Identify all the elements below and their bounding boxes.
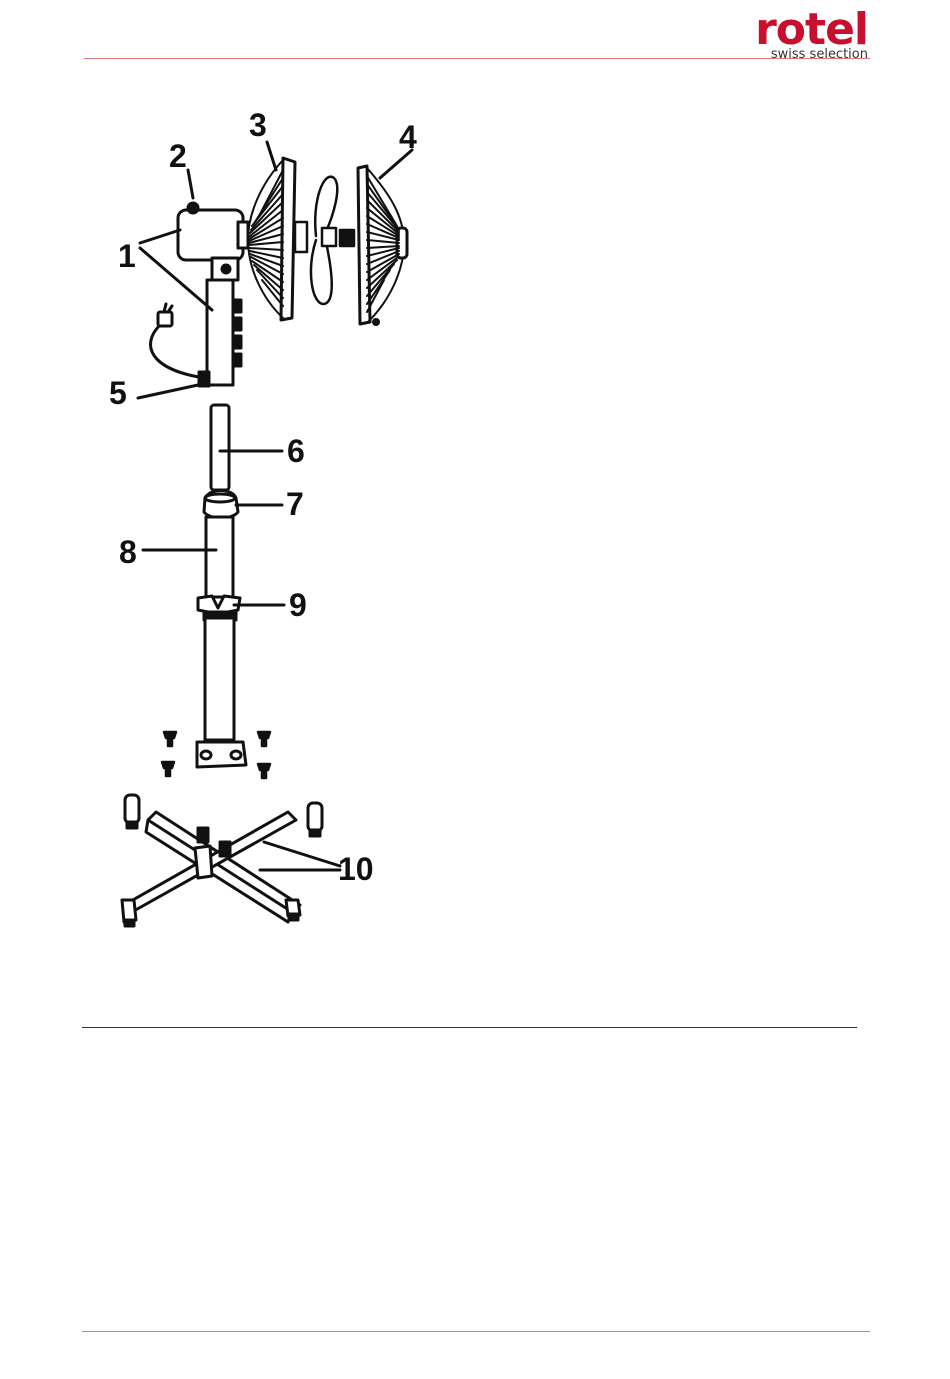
callout-6: 6 bbox=[287, 433, 305, 469]
outer-tube bbox=[206, 517, 233, 597]
front-grille bbox=[358, 166, 407, 325]
motor-housing bbox=[178, 203, 248, 280]
control-column bbox=[199, 280, 241, 386]
height-clamp bbox=[198, 596, 240, 620]
cross-base bbox=[122, 795, 322, 926]
callout-4: 4 bbox=[399, 119, 417, 155]
callout-8: 8 bbox=[119, 534, 137, 570]
callout-1: 1 bbox=[118, 238, 136, 274]
callout-5: 5 bbox=[109, 375, 127, 411]
base-plate bbox=[197, 742, 246, 767]
lower-tube bbox=[205, 618, 234, 740]
upper-collar bbox=[204, 491, 238, 519]
callout-10: 10 bbox=[338, 851, 374, 887]
callout-3: 3 bbox=[249, 107, 267, 143]
callout-7: 7 bbox=[286, 486, 304, 522]
callout-2: 2 bbox=[169, 138, 187, 174]
power-cord bbox=[150, 304, 205, 378]
callout-9: 9 bbox=[289, 587, 307, 623]
inner-pole bbox=[211, 405, 229, 490]
rear-grille bbox=[248, 158, 295, 320]
fan-blade bbox=[295, 177, 354, 304]
